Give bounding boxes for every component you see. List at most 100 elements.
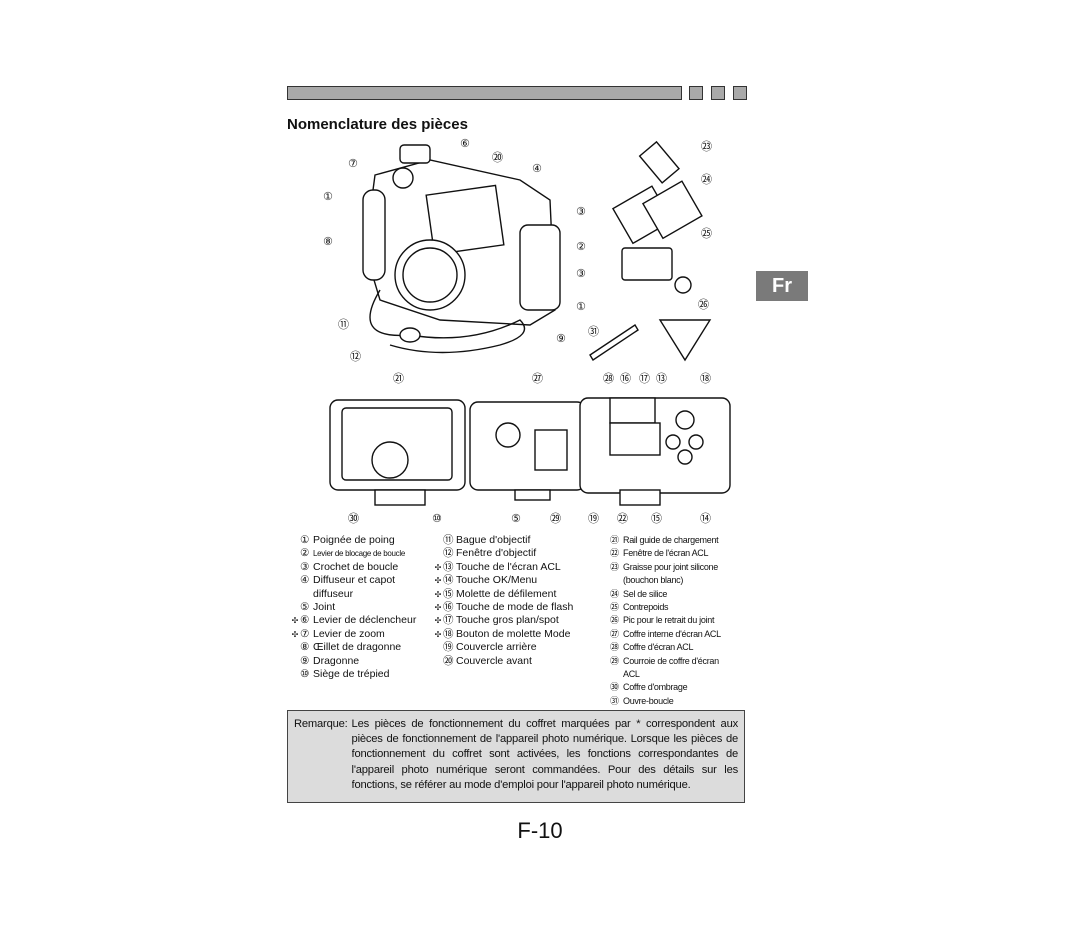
callout-number: ㉓	[610, 561, 619, 572]
svg-text:⑩: ⑩	[432, 512, 442, 525]
svg-text:⑳: ⑳	[492, 151, 503, 164]
callout-number: ⑥	[300, 614, 310, 627]
svg-text:⑬: ⑬	[656, 372, 667, 385]
legend-label: Œillet de dragonne	[313, 641, 402, 654]
legend-label: Touche OK/Menu	[456, 574, 538, 587]
svg-text:⑧: ⑧	[323, 235, 333, 248]
svg-text:①: ①	[323, 190, 333, 203]
legend-label: Couvercle avant	[456, 654, 532, 667]
language-tab: Fr	[756, 271, 808, 301]
legend-label: Molette de défilement	[456, 587, 557, 600]
callout-number: ㉔	[610, 588, 619, 599]
svg-text:㉖: ㉖	[698, 298, 709, 311]
callout-number: ⑱	[443, 627, 454, 640]
callout-number: ③	[300, 560, 310, 573]
legend-label: (bouchon blanc)	[623, 575, 684, 586]
callout-number	[300, 588, 313, 601]
callout-number: ⑲	[443, 641, 454, 654]
legend-item: diffuseur	[290, 588, 416, 601]
svg-text:㉑: ㉑	[393, 372, 404, 385]
operation-mark	[290, 641, 300, 654]
callout-number: ②	[300, 547, 310, 560]
callout-number: ⑧	[300, 641, 310, 654]
callout-number: ⑨	[300, 654, 310, 667]
legend-label: Ouvre-boucle	[623, 695, 674, 706]
legend-label: Levier de déclencheur	[313, 614, 417, 627]
callout-number: ㉒	[610, 548, 619, 559]
legend-label: Levier de blocage de boucle	[313, 549, 405, 559]
legend-label: Bague d'objectif	[456, 534, 531, 546]
svg-text:㉒: ㉒	[617, 512, 628, 525]
operation-mark	[290, 547, 300, 560]
callout-number	[610, 668, 623, 681]
operation-mark: ✣	[434, 616, 442, 626]
legend-label: Crochet de boucle	[313, 560, 399, 573]
svg-text:⑦: ⑦	[348, 157, 358, 170]
callout-number: ㉘	[610, 642, 619, 653]
callout-number	[610, 574, 623, 587]
remark-text: Les pièces de fonctionnement du coffret …	[351, 718, 738, 791]
operation-mark: ✣	[434, 603, 442, 613]
operation-mark	[290, 574, 300, 587]
legend-label: Courroie de coffre d'écran	[623, 655, 719, 666]
legend-label: Rail guide de chargement	[623, 535, 719, 545]
callout-number: ⑭	[443, 574, 454, 587]
header-square	[689, 86, 703, 100]
remark-label: Remarque:	[294, 718, 348, 730]
svg-text:③: ③	[576, 205, 586, 218]
callout-number: ⑬	[443, 560, 454, 573]
svg-text:㉗: ㉗	[532, 372, 543, 385]
callout-number: ㉑	[610, 535, 619, 545]
header-square	[711, 86, 725, 100]
legend-item: ACL	[610, 668, 721, 681]
callout-number: ⑰	[443, 614, 454, 627]
svg-text:⑮: ⑮	[651, 512, 662, 525]
operation-mark	[290, 668, 300, 681]
callout-number: ①	[300, 534, 310, 546]
operation-mark	[433, 655, 443, 668]
operation-mark: ✣	[434, 562, 442, 572]
legend-label: ACL	[623, 669, 640, 680]
callout-number: ㉖	[610, 615, 619, 626]
callout-number: ⑪	[443, 534, 454, 546]
operation-mark: ✣	[434, 576, 442, 586]
legend-label: Touche de mode de flash	[456, 601, 574, 614]
svg-text:㉔: ㉔	[701, 173, 712, 186]
header-square	[733, 86, 747, 100]
svg-text:⑥: ⑥	[460, 137, 470, 150]
svg-text:⑫: ⑫	[350, 350, 361, 363]
svg-text:㉓: ㉓	[701, 140, 712, 153]
operation-mark	[290, 601, 300, 614]
header-bar	[287, 86, 682, 100]
svg-text:⑲: ⑲	[588, 512, 599, 525]
operation-mark	[290, 534, 300, 547]
legend-item: ㉑ Rail guide de chargement	[610, 534, 721, 547]
legend-label: Joint	[313, 601, 336, 614]
operation-mark: ✣	[434, 589, 442, 599]
legend-label: Contrepoids	[623, 602, 669, 613]
legend-label: Siège de trépied	[313, 668, 390, 681]
svg-text:㉛: ㉛	[588, 325, 599, 338]
